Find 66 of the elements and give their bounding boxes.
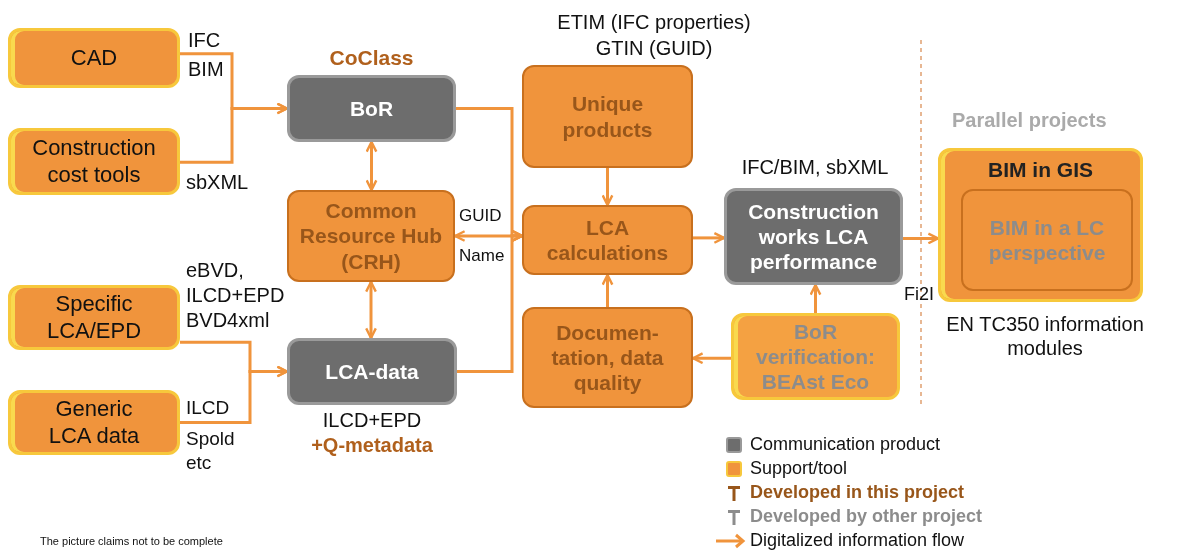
legend-label: Developed in this project — [750, 482, 965, 504]
format-label: Name — [459, 246, 505, 267]
group-box — [938, 148, 1143, 302]
node-caption: GTIN (GUID) — [594, 36, 714, 60]
tool-box — [8, 128, 180, 195]
communication-product-box — [287, 338, 457, 405]
format-label: eBVD, — [186, 258, 244, 282]
flow-arrow — [453, 230, 524, 242]
legend-label: Support/tool — [750, 458, 848, 480]
format-label: sbXML — [186, 170, 249, 194]
format-label: BVD4xml — [186, 308, 270, 332]
node-caption: CoClass — [328, 45, 415, 71]
node-label: Common Resource Hub (CRH) — [298, 198, 444, 274]
format-label: BIM — [188, 57, 224, 81]
node-label: Documen- tation, data quality — [550, 319, 665, 396]
flow-arrow — [809, 283, 822, 313]
tool-box — [522, 307, 693, 408]
tool-box — [8, 28, 180, 88]
node-label: CAD — [69, 44, 119, 72]
tool-box — [961, 189, 1133, 291]
flow-arrow — [457, 229, 524, 373]
node-caption: ILCD+EPD — [321, 408, 423, 432]
tool-box — [522, 205, 693, 275]
node-label: Unique products — [561, 91, 654, 142]
format-label: ILCD+EPD — [186, 283, 285, 307]
node-caption: +Q-metadata — [310, 433, 434, 457]
flow-arrow — [601, 273, 614, 307]
node-label: BoR — [348, 95, 395, 122]
node-label: BIM in a LC perspective — [987, 214, 1107, 266]
communication-product-box — [287, 75, 456, 142]
flow-arrow — [693, 231, 726, 244]
node-label: Specific LCA/EPD — [45, 291, 143, 344]
format-label: etc — [186, 452, 212, 475]
legend-label: Digitalized information flow — [750, 530, 965, 552]
node-caption: IFC/BIM, sbXML — [740, 155, 890, 179]
tool-box — [8, 285, 180, 350]
node-label: Generic LCA data — [47, 396, 141, 449]
flow-arrow — [365, 280, 377, 340]
footnote: The picture claims not to be complete — [40, 535, 223, 549]
flow-arrow — [180, 102, 289, 164]
node-caption: EN TC350 information modules — [945, 312, 1145, 360]
format-label: GUID — [459, 206, 502, 227]
flow-arrow — [365, 140, 378, 192]
format-label: IFC — [188, 28, 221, 52]
tool-box — [522, 65, 693, 168]
format-label: ILCD — [186, 397, 230, 420]
section-heading: Parallel projects — [952, 108, 1107, 132]
format-label: Spold — [186, 428, 235, 451]
flow-arrow — [180, 365, 289, 424]
node-caption: ETIM (IFC properties) — [556, 10, 752, 34]
communication-product-box — [724, 188, 903, 285]
legend-label: Communication product — [750, 434, 941, 456]
tool-box — [731, 313, 900, 400]
format-label: Fi2I — [904, 284, 934, 306]
node-label: Construction cost tools — [31, 135, 157, 188]
node-label: LCA calculations — [545, 214, 670, 266]
flow-arrow — [903, 232, 940, 245]
node-label: BIM in GIS — [987, 157, 1094, 183]
node-label: LCA-data — [324, 358, 420, 385]
legend-label: Developed by other project — [750, 506, 983, 528]
tool-box — [8, 390, 180, 455]
flow-arrow — [601, 168, 614, 207]
node-label: Construction works LCA performance — [747, 198, 880, 275]
tool-box — [287, 190, 455, 282]
flow-arrow — [691, 352, 731, 365]
node-label: BoR verification: BEAst Eco — [755, 318, 876, 395]
